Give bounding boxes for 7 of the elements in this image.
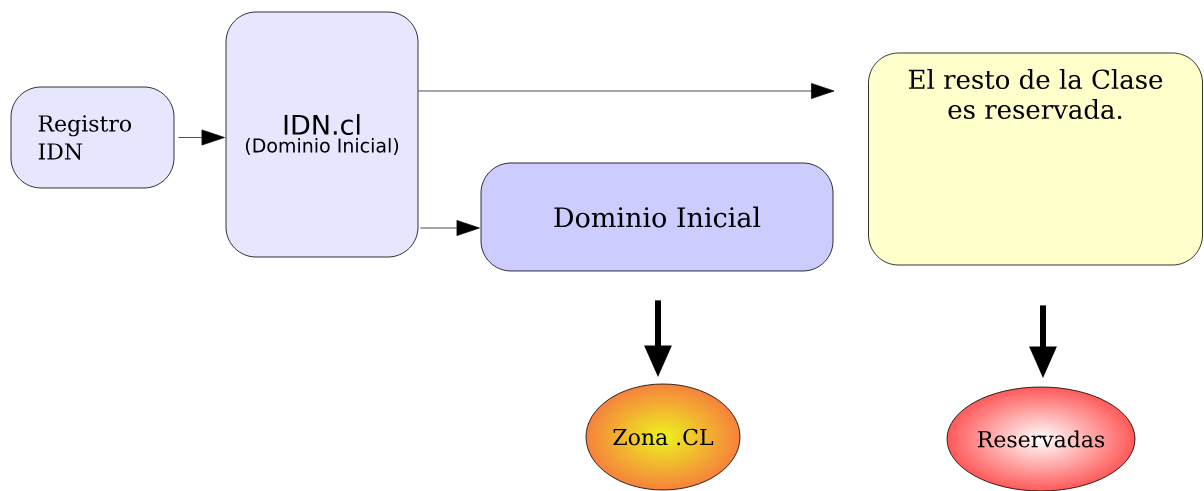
arrow — [418, 83, 835, 99]
process-box: Registro IDN — [10, 86, 175, 189]
process-box: El resto de la Clase es reservada. — [868, 52, 1203, 266]
arrow — [420, 220, 480, 236]
arrow — [178, 129, 225, 146]
process-box: Dominio Inicial — [480, 162, 834, 272]
process-box: IDN.cl (Dominio Inicial) — [225, 11, 419, 258]
